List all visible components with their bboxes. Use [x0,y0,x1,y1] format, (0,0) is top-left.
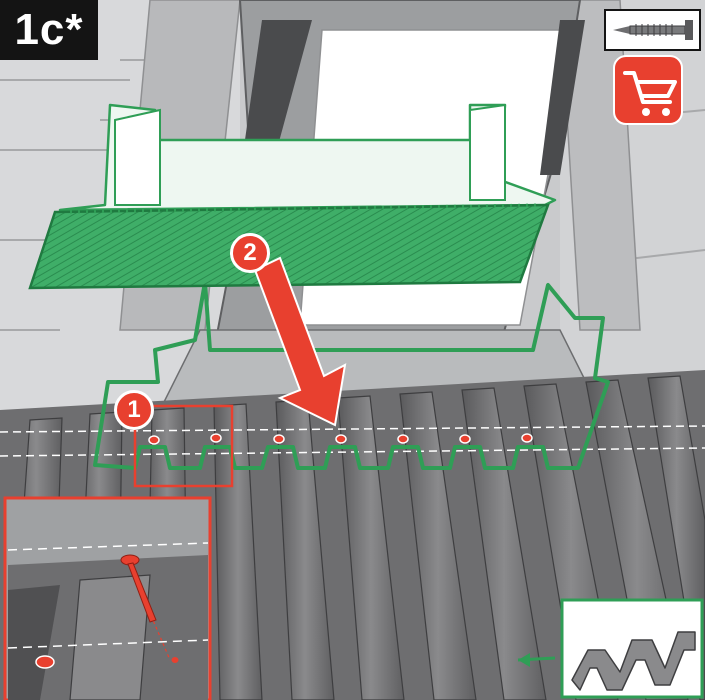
profile-inset [517,598,704,699]
screw-box [604,9,701,51]
lower-flashing-outline [93,280,610,470]
flashing-skirt [28,203,550,290]
left-frame-profile [240,20,312,175]
shopping-cart-icon[interactable] [613,55,683,125]
apron-flashing [28,103,557,290]
inset-screw-icon [35,554,179,669]
screw-icon [613,20,693,40]
callout-2: 2 [230,233,270,273]
detail-focus-box [133,404,234,488]
guide-line-lower [0,447,705,457]
corrugated-profile-icon [571,631,696,691]
placement-arrow [253,256,347,427]
screw-points [148,433,533,445]
detail-inset [3,496,212,700]
guide-line-upper [0,425,705,433]
step-label: 1c* [0,0,98,60]
right-frame-profile [540,20,585,175]
callout-1: 1 [114,390,154,430]
